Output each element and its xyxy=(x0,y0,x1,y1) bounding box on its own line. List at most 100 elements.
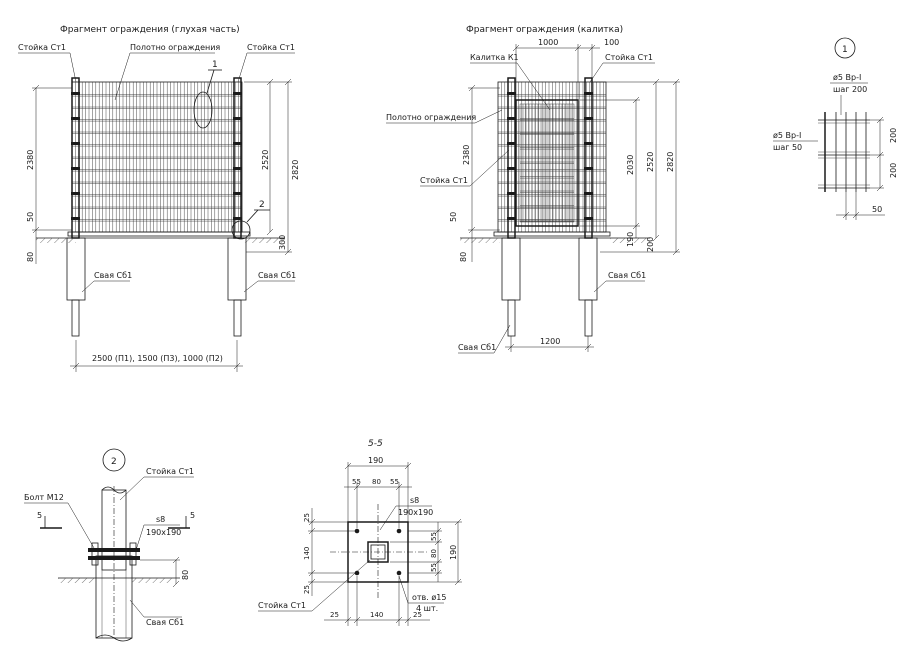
detail-2-section-mark-right: 5 xyxy=(190,511,195,520)
view-blind-fence: Фрагмент ограждения (глухая часть) 1 2 xyxy=(18,25,300,372)
post-clamp xyxy=(71,217,80,220)
section-5-5-title: 5-5 xyxy=(368,439,383,449)
detail-1-dim-50: 50 xyxy=(872,205,882,214)
gate-dim-2820: 2820 xyxy=(666,152,675,172)
gate-dim-2520: 2520 xyxy=(646,152,655,172)
section-dim-190-top: 190 xyxy=(368,456,383,465)
blind-dims-left: 2380 50 80 xyxy=(26,84,72,264)
detail-2-plate-bottom xyxy=(88,556,140,560)
post-clamp xyxy=(507,167,516,170)
view-gate: Фрагмент ограждения (калитка) xyxy=(386,25,680,354)
section-dim-55-left: 55 xyxy=(352,478,361,486)
gate-mesh-panel xyxy=(493,81,611,237)
section-dim-190-right: 190 xyxy=(449,545,458,560)
blind-ground xyxy=(36,237,285,243)
section-dim-55-right: 55 xyxy=(390,478,399,486)
detail-2-dim-80: 80 xyxy=(181,570,190,580)
blind-dim-bottom: 2500 (П1), 1500 (П3), 1000 (П2) xyxy=(70,340,243,372)
detail-1: 1 ø5 Вр-I шаг 200 ø5 Вр-I шаг 50 xyxy=(773,37,898,220)
post-clamp xyxy=(507,117,516,120)
detail-2-bolt-left xyxy=(91,542,99,566)
post-clamp xyxy=(233,167,242,170)
gate-dim-1000: 1000 xyxy=(538,38,558,47)
section-dim-25-bl: 25 xyxy=(330,611,339,619)
blind-callout-2: 2 xyxy=(259,200,265,210)
post-clamp xyxy=(584,117,593,120)
detail-2-callout-circle xyxy=(102,448,126,472)
gate-dim-1200: 1200 xyxy=(540,337,560,346)
detail-1-callout: 1 xyxy=(842,45,848,55)
gate-pile-right xyxy=(578,237,598,337)
gate-dim-200: 200 xyxy=(646,237,655,252)
gate-pile-label-right: Свая Сб1 xyxy=(608,271,646,280)
detail-1-step-left: шаг 50 xyxy=(773,143,802,152)
post-clamp xyxy=(507,217,516,220)
section-dim-55-r1: 55 xyxy=(430,532,438,541)
detail-2-section-mark-left: 5 xyxy=(37,511,42,520)
gate-dims-top: 1000 100 xyxy=(512,38,619,100)
blind-dim-300: 300 xyxy=(278,235,287,250)
gate-leaf xyxy=(515,99,579,227)
detail-1-callout-circle xyxy=(834,37,856,59)
detail-1-dim-200b: 200 xyxy=(889,163,898,178)
gate-dim-190: 190 xyxy=(626,232,635,247)
section-dim-25-br: 25 xyxy=(413,611,422,619)
post-clamp xyxy=(233,117,242,120)
detail-1-dim-200a: 200 xyxy=(889,128,898,143)
gate-dims-right: 2030 190 2520 2820 200 xyxy=(580,78,680,256)
section-dim-55-r2: 55 xyxy=(430,563,438,572)
gate-panel-label: Полотно ограждения xyxy=(386,113,476,122)
gate-dim-50: 50 xyxy=(449,212,458,222)
view-blind-title: Фрагмент ограждения (глухая часть) xyxy=(60,25,240,35)
post-clamp xyxy=(584,217,593,220)
view-gate-title: Фрагмент ограждения (калитка) xyxy=(466,25,623,35)
blind-dim-50: 50 xyxy=(26,212,35,222)
post-clamp xyxy=(233,192,242,195)
section-plate-size: 190x190 xyxy=(398,508,433,517)
blind-post-label-left: Стойка Ст1 xyxy=(18,43,66,52)
section-hole-tl xyxy=(354,528,360,534)
gate-post-label-top: Стойка Ст1 xyxy=(605,53,653,62)
gate-pile-left xyxy=(501,237,521,337)
gate-dim-bottom: 1200 xyxy=(505,336,594,352)
blind-dim-2820: 2820 xyxy=(291,160,300,180)
gate-dims-left: 2380 50 80 xyxy=(449,84,500,262)
post-clamp xyxy=(71,142,80,145)
gate-dim-80: 80 xyxy=(459,252,468,262)
post-clamp xyxy=(507,92,516,95)
section-plate-s: s8 xyxy=(410,496,419,505)
section-hole-br xyxy=(396,570,402,576)
detail-2-callout: 2 xyxy=(111,457,117,467)
section-hole-count: 4 шт. xyxy=(416,604,438,613)
gate-leaf-label: Калитка К1 xyxy=(470,53,519,62)
detail-2-plate-size: 190x190 xyxy=(146,528,181,537)
gate-post-label-left: Стойка Ст1 xyxy=(420,176,468,185)
post-clamp xyxy=(507,192,516,195)
detail-1-step-top: шаг 200 xyxy=(833,85,867,94)
section-dim-80-mid: 80 xyxy=(372,478,381,486)
post-clamp xyxy=(233,142,242,145)
section-hole-bl xyxy=(354,570,360,576)
post-clamp xyxy=(71,167,80,170)
blind-pile-right xyxy=(227,237,247,337)
blind-dim-2380: 2380 xyxy=(26,150,35,170)
detail-2-plate-top xyxy=(88,548,140,552)
detail-2: 2 5 5 Болт М12 Стойка Ст1 s8 xyxy=(24,448,195,642)
blind-pile-left xyxy=(66,237,86,337)
detail-1-mesh xyxy=(818,112,870,192)
blind-bottom-dim: 2500 (П1), 1500 (П3), 1000 (П2) xyxy=(92,354,223,363)
blind-callout-1-oval xyxy=(193,91,213,129)
detail-2-plate-s: s8 xyxy=(156,515,165,524)
post-clamp xyxy=(507,142,516,145)
section-5-5: 5-5 190 55 80 55 s8 190x190 xyxy=(258,439,462,626)
detail-2-post-label: Стойка Ст1 xyxy=(146,467,194,476)
blind-mesh-panel xyxy=(67,81,251,237)
section-hole-label: отв. ø15 xyxy=(412,593,446,602)
post-clamp xyxy=(584,167,593,170)
blind-dims-right: 2520 2820 300 xyxy=(244,78,300,256)
post-clamp xyxy=(584,142,593,145)
section-hole-tr xyxy=(396,528,402,534)
detail-1-wire-left: ø5 Вр-I xyxy=(773,131,801,140)
post-clamp xyxy=(71,192,80,195)
